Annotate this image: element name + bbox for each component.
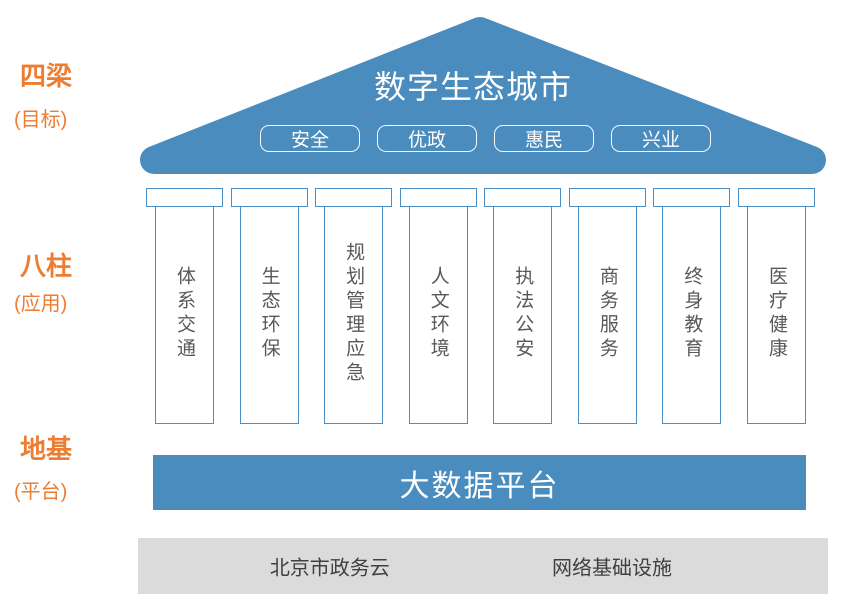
pillar-transport: 体系交通 xyxy=(146,188,223,424)
pillar-label: 终身教育 xyxy=(681,266,703,362)
side-label-subtitle: (应用) xyxy=(14,293,68,315)
pillar-capital xyxy=(568,188,646,207)
badge-public-benefit: 惠民 xyxy=(494,125,594,152)
pillar-law-enforcement: 执法公安 xyxy=(484,188,562,424)
roof-title: 数字生态城市 xyxy=(373,69,573,105)
side-label-title: 四梁 xyxy=(20,61,73,91)
pillar-capital xyxy=(737,188,815,207)
pillar-label: 人文环境 xyxy=(427,266,449,362)
pillar-capital xyxy=(146,188,223,207)
pillar-label: 商务服务 xyxy=(596,266,618,362)
pillar-health: 医疗健康 xyxy=(737,188,815,424)
pillar-label: 执法公安 xyxy=(512,266,534,362)
pillar-label: 规划管理应急 xyxy=(343,242,365,386)
pillar-label: 体系交通 xyxy=(174,266,195,362)
pillar-label: 生态环保 xyxy=(258,266,280,362)
pillar-label: 医疗健康 xyxy=(765,266,787,362)
foundation-item-network-infra: 网络基础设施 xyxy=(552,557,673,580)
pillar-capital xyxy=(399,188,477,207)
pillar-education: 终身教育 xyxy=(653,188,731,424)
pillar-ecology: 生态环保 xyxy=(230,188,308,424)
roof-badge-row: 安全 优政 惠民 兴业 xyxy=(260,125,711,152)
pillar-humanities: 人文环境 xyxy=(399,188,477,424)
pillar-capital xyxy=(653,188,731,207)
badge-governance: 优政 xyxy=(377,125,477,152)
side-label-title: 地基 xyxy=(20,434,73,464)
platform-bar-label: 大数据平台 xyxy=(399,469,560,503)
pillar-row: 体系交通 生态环保 规划管理应急 人文环境 执法公安 商务服务 终身教育 医疗 xyxy=(146,188,815,424)
pillar-capital xyxy=(315,188,393,207)
badge-security: 安全 xyxy=(260,125,360,152)
roof-shape xyxy=(140,17,826,174)
badge-industry: 兴业 xyxy=(611,125,711,152)
side-label-subtitle: (目标) xyxy=(14,109,68,131)
foundation-bar: 北京市政务云 网络基础设施 xyxy=(138,538,828,594)
side-label-title: 八柱 xyxy=(20,251,73,281)
pillar-capital xyxy=(230,188,308,207)
pillar-capital xyxy=(484,188,562,207)
big-data-platform-bar: 大数据平台 xyxy=(153,455,806,510)
pillar-business: 商务服务 xyxy=(568,188,646,424)
foundation-item-gov-cloud: 北京市政务云 xyxy=(269,557,390,580)
side-label-subtitle: (平台) xyxy=(14,481,68,503)
pillar-planning-emergency: 规划管理应急 xyxy=(315,188,393,424)
